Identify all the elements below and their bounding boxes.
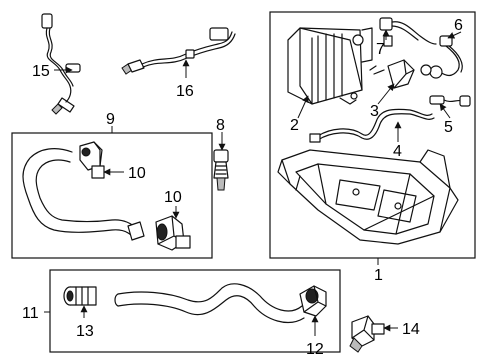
callout-8: 8 [216,117,225,134]
callout-5: 5 [444,119,453,136]
sensor-5 [429,95,471,107]
canister-tray-1 [277,149,459,245]
hose-9 [22,148,145,241]
valve-8 [213,149,229,191]
oxygen-sensor-16 [121,27,236,75]
hose-11 [114,283,305,323]
callout-7: 7 [376,41,385,58]
box-canister-group [269,11,476,259]
callout-1: 1 [374,267,383,284]
callout-12: 12 [306,341,324,358]
quick-connector-10b [155,215,191,251]
connector-7 [379,17,437,47]
callout-11: 11 [22,305,39,322]
connector-14 [349,315,385,353]
callout-4: 4 [393,143,402,160]
callout-6: 6 [454,17,463,34]
callout-3: 3 [370,103,379,120]
callout-15: 15 [32,63,50,80]
vapor-tube-4 [309,108,435,143]
callout-2: 2 [290,117,299,134]
sensor-harness-6 [420,35,463,79]
callout-14: 14 [402,321,420,338]
callout-10b: 10 [164,189,182,206]
callout-10a: 10 [128,165,146,182]
leader-lines [44,29,462,336]
elbow-connector-12 [299,285,327,317]
box-hose-group-11 [49,269,341,353]
callout-16: 16 [176,83,194,100]
callout-9: 9 [106,111,115,128]
connector-13 [63,286,97,306]
charcoal-canister-2 [287,27,373,105]
callout-13: 13 [76,323,94,340]
quick-connector-10a [79,141,105,179]
purge-valve-3 [369,59,415,89]
